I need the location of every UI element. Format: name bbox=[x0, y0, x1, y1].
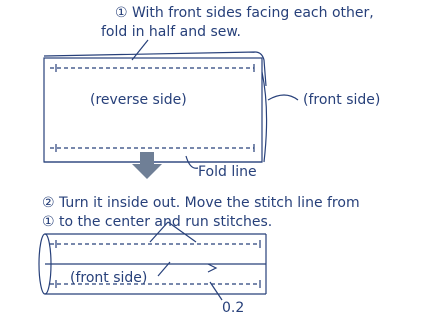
step2-instruction-line1: ② Turn it inside out. Move the stitch li… bbox=[42, 195, 360, 211]
front-side-leader bbox=[267, 94, 299, 101]
fabric-front-panel bbox=[43, 57, 263, 163]
step1-title-leader bbox=[131, 39, 149, 61]
down-arrow-icon bbox=[132, 152, 162, 179]
step1-instruction-line2: fold in half and sew. bbox=[101, 24, 241, 40]
fold-edge-curve bbox=[261, 71, 268, 163]
step1-instruction-line1: ① With front sides facing each other, bbox=[115, 5, 374, 21]
front-side-leader-2 bbox=[157, 261, 171, 277]
fold-line-leader bbox=[185, 155, 199, 169]
reverse-side-label: (reverse side) bbox=[90, 92, 187, 108]
move-leader-left bbox=[149, 221, 169, 243]
step2-instruction-line2: ① to the center and run stitches. bbox=[42, 214, 273, 230]
seam-allowance-dimension: 0.2 bbox=[222, 300, 245, 316]
front-side-label: (front side) bbox=[303, 92, 381, 108]
dimension-leader bbox=[209, 281, 223, 301]
fabric-back-layer bbox=[43, 51, 267, 87]
center-marker bbox=[207, 263, 218, 273]
move-leader-right bbox=[167, 221, 197, 243]
front-side-label-2: (front side) bbox=[70, 270, 148, 286]
fold-line-label: Fold line bbox=[198, 164, 257, 180]
